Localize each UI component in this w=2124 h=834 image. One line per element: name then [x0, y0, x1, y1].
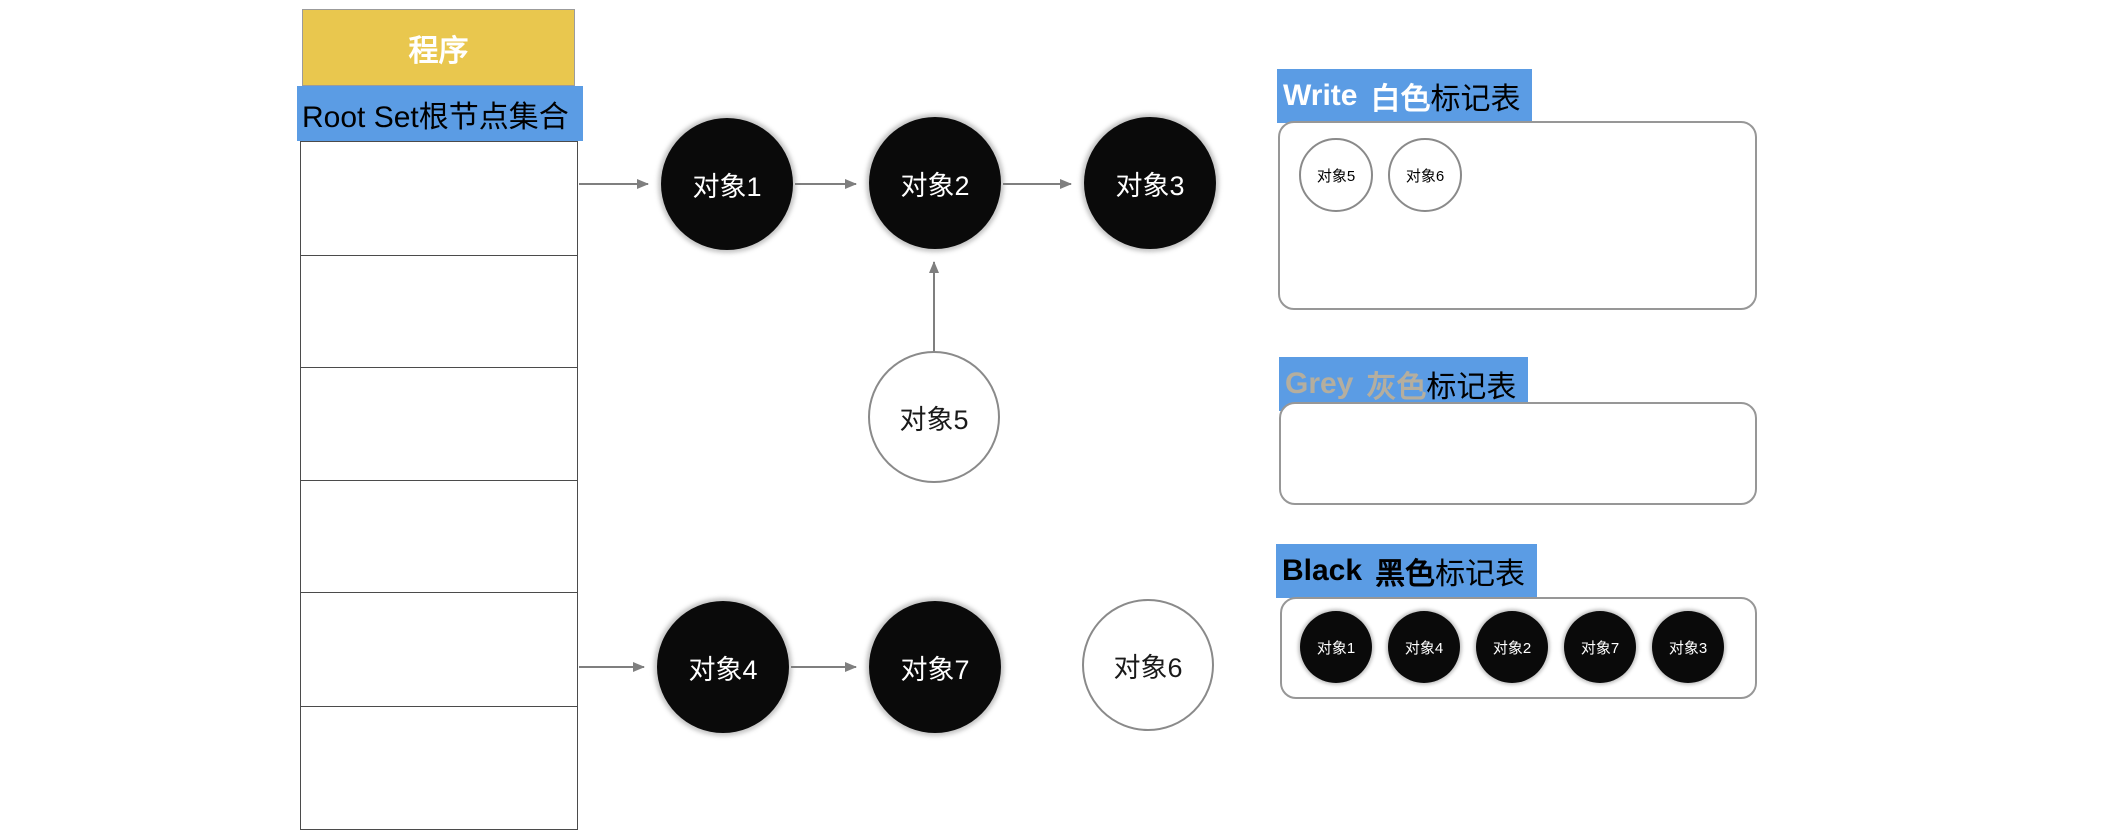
program-header-label: 程序 — [408, 34, 469, 68]
black-table-chip-obj1: 对象1 — [1300, 611, 1372, 683]
black-table-title-suffix: 标记表 — [1435, 558, 1526, 591]
black-table-chip-obj3-label: 对象3 — [1668, 639, 1708, 657]
grey-table-title-suffix: 标记表 — [1426, 371, 1517, 404]
root-set-label-text: Root Set根节点集合 — [302, 100, 569, 134]
node-obj7-label: 对象7 — [900, 654, 970, 685]
node-obj5: 对象5 — [868, 351, 1000, 483]
black-table-chip-obj3: 对象3 — [1652, 611, 1724, 683]
white-table-title-color: 白色 — [1370, 83, 1431, 116]
root-set-label: Root Set根节点集合 — [297, 86, 583, 141]
black-table-chip-obj1-label: 对象1 — [1316, 639, 1356, 657]
white-table-chip-obj6-label: 对象6 — [1405, 167, 1445, 185]
node-obj1-label: 对象1 — [692, 171, 762, 202]
root-set-row — [301, 480, 577, 592]
node-obj2-label: 对象2 — [900, 170, 970, 201]
root-set-row — [301, 706, 577, 829]
node-obj3: 对象3 — [1084, 117, 1216, 249]
root-set-table — [300, 141, 578, 830]
root-set-row — [301, 592, 577, 706]
node-obj5-label: 对象5 — [899, 404, 969, 435]
white-table-title-en: Write — [1283, 79, 1358, 112]
program-header: 程序 — [302, 9, 575, 86]
black-table-title: Black 黑色标记表 — [1276, 544, 1538, 598]
white-table-title-suffix: 标记表 — [1430, 83, 1521, 116]
node-obj1: 对象1 — [661, 118, 793, 250]
white-table-chip-obj6: 对象6 — [1388, 138, 1462, 212]
black-table-title-en: Black — [1282, 554, 1363, 587]
grey-table-title-color: 灰色 — [1366, 371, 1427, 404]
node-obj4: 对象4 — [657, 601, 789, 733]
root-set-row — [301, 255, 577, 367]
grey-table-title-en: Grey — [1285, 367, 1354, 400]
grey-table-box — [1279, 402, 1757, 505]
black-table-box: 对象1 对象4 对象2 对象7 对象3 — [1280, 597, 1757, 699]
black-table-chip-obj7-label: 对象7 — [1580, 639, 1620, 657]
black-table-chip-obj4-label: 对象4 — [1404, 639, 1444, 657]
black-table-chip-obj7: 对象7 — [1564, 611, 1636, 683]
node-obj6-label: 对象6 — [1113, 652, 1183, 683]
black-table-title-color: 黑色 — [1375, 558, 1436, 591]
node-obj4-label: 对象4 — [688, 654, 758, 685]
node-obj6: 对象6 — [1082, 599, 1214, 731]
root-set-row — [301, 367, 577, 480]
white-table-chip-obj5: 对象5 — [1299, 138, 1373, 212]
white-table-box: 对象5 对象6 — [1278, 121, 1757, 310]
node-obj3-label: 对象3 — [1115, 170, 1185, 201]
black-table-chip-obj2: 对象2 — [1476, 611, 1548, 683]
black-table-chip-obj2-label: 对象2 — [1492, 639, 1532, 657]
white-table-chip-obj5-label: 对象5 — [1316, 167, 1356, 185]
white-table-title: Write 白色标记表 — [1277, 69, 1533, 123]
black-table-chip-obj4: 对象4 — [1388, 611, 1460, 683]
node-obj7: 对象7 — [869, 601, 1001, 733]
root-set-row — [301, 142, 577, 255]
node-obj2: 对象2 — [869, 117, 1001, 249]
